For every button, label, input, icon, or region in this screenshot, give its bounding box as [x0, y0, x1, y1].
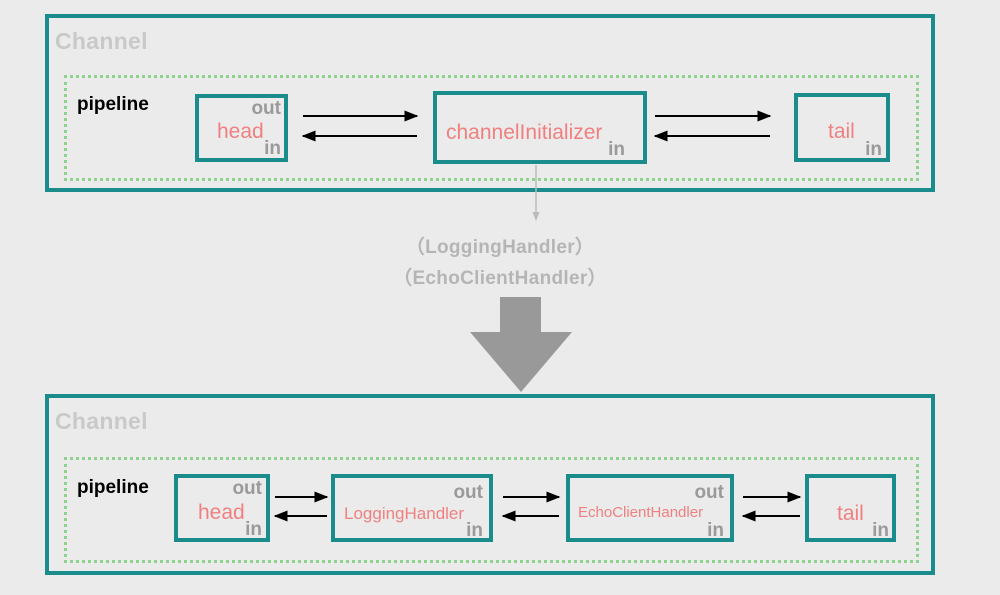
handler-name: head	[217, 120, 264, 143]
outbound-label: out	[453, 482, 483, 503]
handler-name: LoggingHandler	[344, 504, 465, 523]
added-handler-echo-client: （EchoClientHandler）	[393, 268, 607, 289]
inbound-label: in	[707, 520, 724, 541]
added-handler-logging: （LoggingHandler）	[405, 237, 595, 258]
handler-tail-after: tail in	[805, 474, 896, 542]
handler-head-before: out head in	[195, 94, 288, 162]
handler-logging: out LoggingHandler in	[331, 474, 493, 542]
handler-tail-before: tail in	[794, 93, 890, 162]
handler-name: channelInitializer	[446, 121, 603, 144]
transform-arrow	[470, 297, 572, 392]
handler-name: head	[198, 501, 245, 524]
inbound-label: in	[264, 138, 281, 159]
inbound-label: in	[865, 139, 882, 160]
inbound-label: in	[245, 519, 262, 540]
inbound-label: in	[466, 520, 483, 541]
handler-head-after: out head in	[174, 474, 270, 542]
outbound-label: out	[232, 478, 262, 499]
outbound-label: out	[251, 98, 281, 119]
handler-name: EchoClientHandler	[578, 504, 704, 521]
channel-after-label: Channel	[55, 408, 148, 434]
channel-before-label: Channel	[55, 28, 148, 54]
pipeline-before-label: pipeline	[77, 94, 149, 115]
channel-before	[45, 14, 935, 192]
pipeline-after-label: pipeline	[77, 477, 149, 498]
handler-name: tail	[837, 502, 864, 525]
inbound-label: in	[872, 520, 889, 541]
handler-echo-client: out EchoClientHandler in	[566, 474, 734, 542]
handler-channel-initializer: channelInitializer in	[433, 91, 647, 164]
handler-name: tail	[828, 120, 855, 143]
pipeline-before	[64, 75, 919, 181]
inbound-label: in	[608, 139, 625, 160]
outbound-label: out	[694, 482, 724, 503]
pipeline-after	[64, 457, 919, 563]
channel-after	[45, 394, 935, 575]
